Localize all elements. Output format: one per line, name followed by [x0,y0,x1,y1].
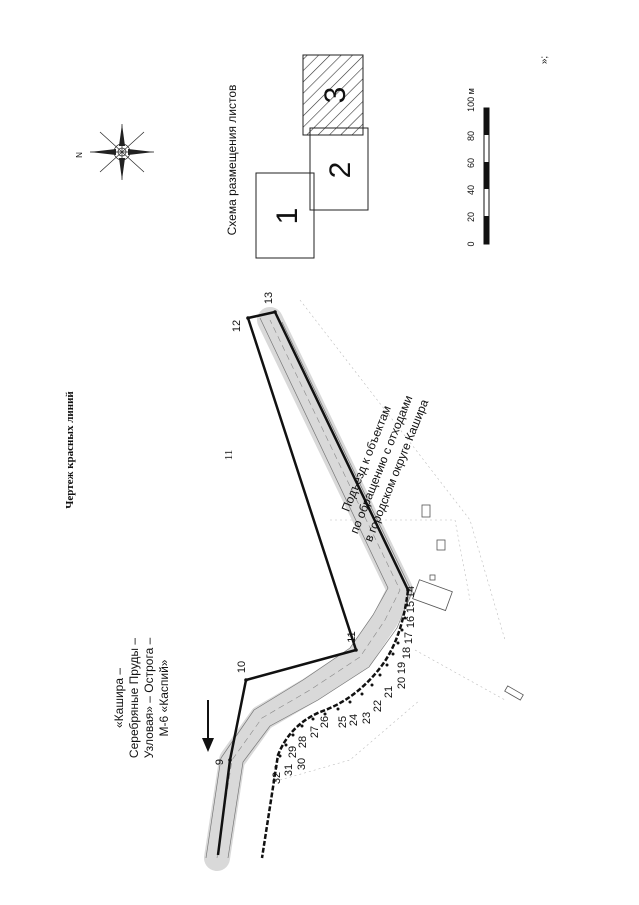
point-label-14: 14 [405,586,417,598]
point-label-17: 17 [403,632,415,644]
direction-label-line1: «Кашира – [112,668,126,728]
point-label-27: 27 [309,726,321,738]
road-edge-outer [205,317,389,859]
point-label-19: 19 [396,662,408,674]
road-edge-inner [227,321,413,859]
direction-arrow-icon [202,700,214,752]
building-marks [412,504,524,701]
direction-label-line4: М-6 «Каспий» [157,659,171,736]
sheet-label-3: 3 [319,87,352,104]
point-label-31: 31 [283,764,295,776]
compass-north-label: N [75,152,84,158]
point-label-24: 24 [348,714,360,726]
sheet-label-1: 1 [271,208,304,225]
point-label-26: 26 [319,716,331,728]
scale-tick-60: 60 [466,158,476,168]
point-label-30: 30 [296,758,308,770]
sheet-layout-scheme: 3 2 1 [255,54,369,259]
point-label-15: 15 [405,601,417,613]
page-number: 11 [223,450,235,461]
compass-rose-icon: N [75,124,154,180]
scale-tick-0: 0 [466,241,476,246]
point-label-29: 29 [287,746,299,758]
sheet-box-1 [255,172,315,259]
sheet-layout-title: Схема размещения листов [225,85,239,236]
scale-tick-100: 100 м [466,88,476,112]
point-label-32: 32 [271,772,283,784]
direction-label-line2: Серебряные Пруды – [127,638,141,758]
corner-mark: »; [539,56,550,64]
scale-bar: 0 20 40 60 80 100 м [466,88,490,247]
point-label-11: 11 [346,631,358,642]
point-label-18: 18 [401,647,413,659]
sheet-label-2: 2 [324,162,357,179]
point-label-25: 25 [337,716,349,728]
red-line-boundary [216,310,410,856]
point-label-20: 20 [396,677,408,689]
terrain-background [279,299,506,781]
scale-tick-80: 80 [466,131,476,141]
point-label-28: 28 [297,736,309,748]
boundary-point-markers [228,310,410,769]
sheet-box-2 [309,127,369,211]
direction-label-line3: Узловая» – Острога – [142,637,156,758]
red-line-boundary-south [260,589,410,859]
point-label-13: 13 [263,292,275,304]
point-label-16: 16 [405,616,417,628]
boundary-point-labels: 9 10 11 12 13 14 15 16 17 18 19 20 21 22… [214,292,417,784]
direction-road-label: «Кашира – Серебряные Пруды – Узловая» – … [112,637,171,758]
scale-tick-40: 40 [466,185,476,195]
point-label-9: 9 [214,759,226,765]
scale-tick-20: 20 [466,212,476,222]
sheet-box-3 [302,54,364,136]
point-label-22: 22 [372,700,384,712]
road-body [204,307,413,871]
point-label-23: 23 [361,712,373,724]
point-label-21: 21 [383,686,395,698]
point-label-10: 10 [236,661,248,673]
point-label-12: 12 [231,320,243,332]
drawing-title: Чертеж красных линий [64,391,76,509]
